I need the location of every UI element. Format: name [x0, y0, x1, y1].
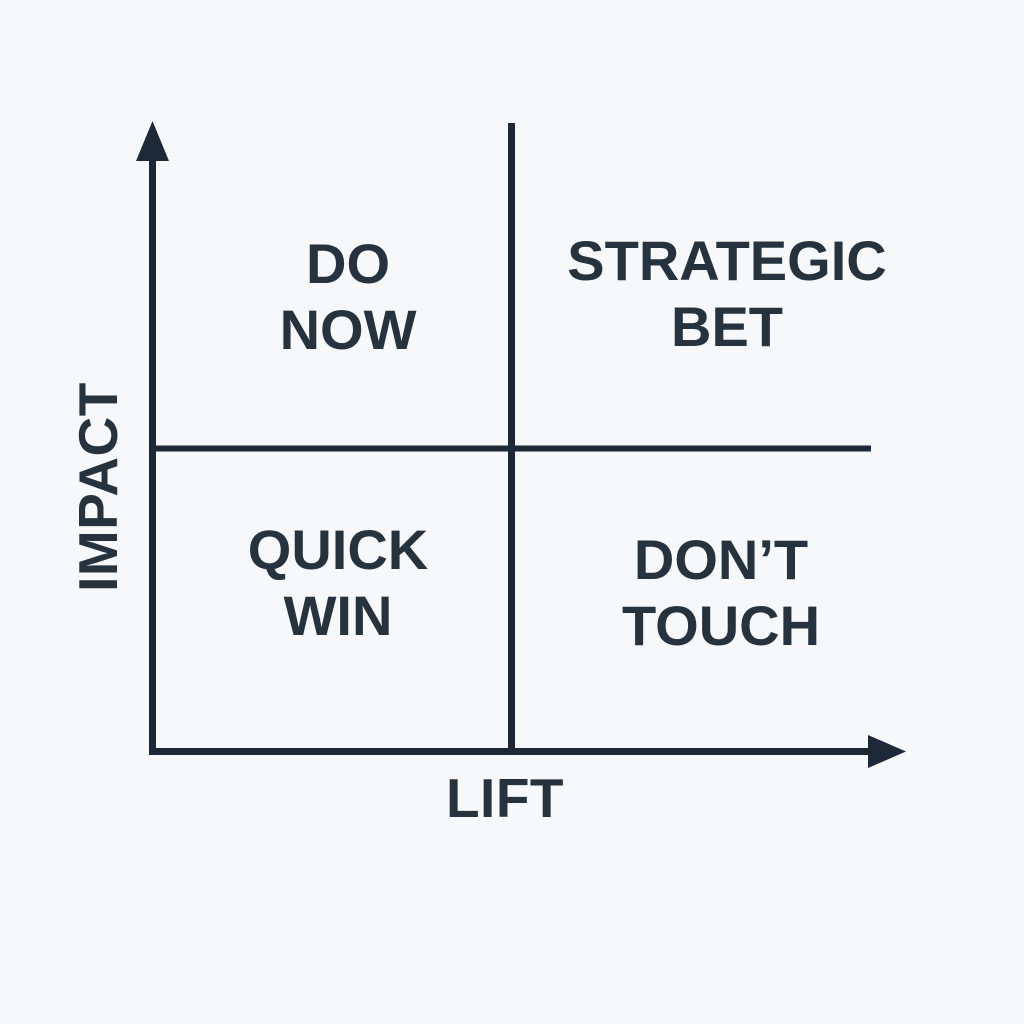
quadrant-label-dont-touch: DON’T TOUCH	[621, 528, 821, 657]
x-axis-arrowhead-icon	[868, 735, 906, 768]
x-axis-label: LIFT	[445, 767, 565, 829]
y-axis-arrowhead-icon	[136, 121, 169, 161]
quadrant-label-do-now: DO NOW	[279, 232, 417, 361]
y-axis-label: IMPACT	[67, 382, 129, 592]
quadrant-label-strategic-bet: STRATEGIC BET	[567, 229, 887, 358]
quadrant-label-quick-win: QUICK WIN	[247, 518, 429, 647]
